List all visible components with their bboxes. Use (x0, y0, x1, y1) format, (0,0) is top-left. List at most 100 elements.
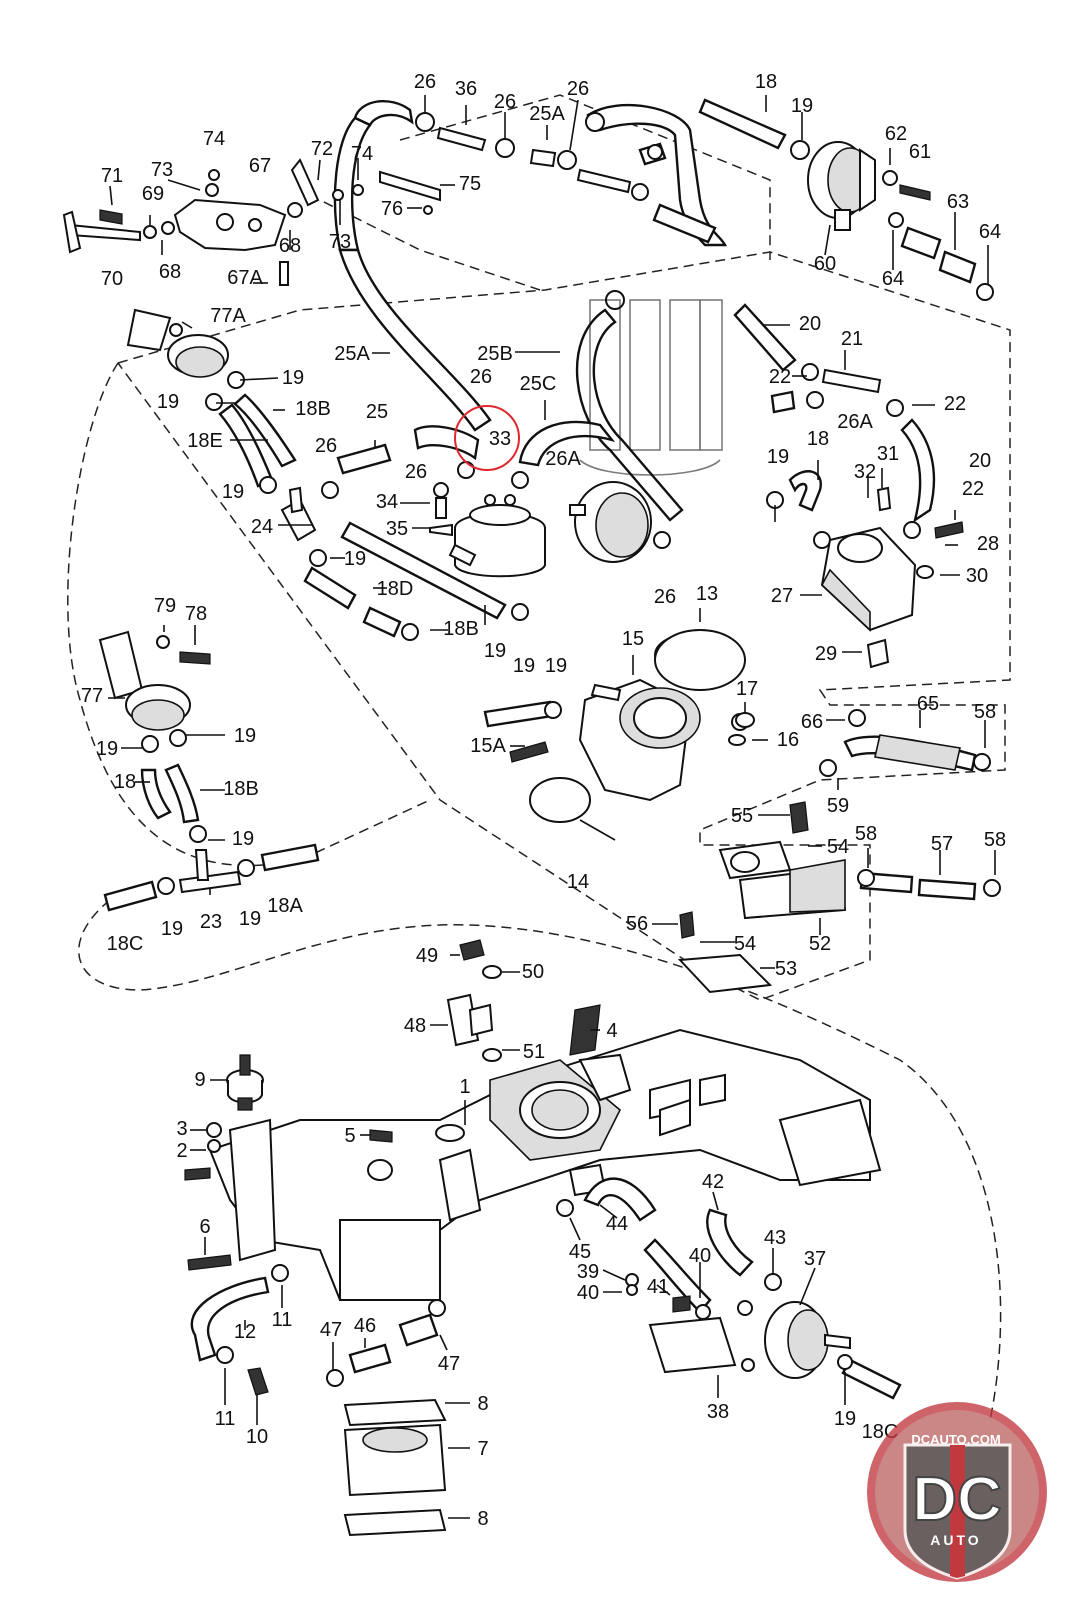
callout-28: 28 (977, 533, 999, 555)
callout-75: 75 (459, 173, 481, 195)
callout-11: 11 (215, 1408, 236, 1430)
callout-19: 19 (157, 391, 179, 413)
callout-17: 17 (736, 678, 758, 700)
callout-11: 11 (272, 1309, 293, 1331)
callout-58: 58 (974, 701, 996, 723)
callout-78: 78 (185, 603, 207, 625)
logo-letters: DC (912, 1465, 1002, 1534)
callout-12: 12 (234, 1321, 256, 1343)
callout-79: 79 (154, 595, 176, 617)
callout-73: 73 (329, 231, 351, 253)
callout-21: 21 (841, 328, 863, 350)
callout-47: 47 (438, 1353, 460, 1375)
callout-70: 70 (101, 268, 123, 290)
callout-20: 20 (969, 450, 991, 472)
callout-45: 45 (569, 1241, 591, 1263)
callout-27: 27 (771, 585, 793, 607)
callout-1: 1 (459, 1076, 470, 1098)
callout-15A: 15A (470, 735, 506, 757)
callout-29: 29 (815, 643, 837, 665)
callout-2: 2 (176, 1140, 187, 1162)
callout-18: 18 (755, 71, 777, 93)
flex-tube-65 (874, 734, 961, 771)
callout-74: 74 (203, 128, 225, 150)
callout-32: 32 (854, 461, 876, 483)
callout-4: 4 (606, 1020, 617, 1042)
callout-48: 48 (404, 1015, 426, 1037)
callout-19: 19 (484, 640, 506, 662)
callout-40: 40 (577, 1282, 599, 1304)
callout-15: 15 (622, 628, 644, 650)
callout-49: 49 (416, 945, 438, 967)
callout-19: 19 (96, 738, 118, 760)
callout-19: 19 (513, 655, 535, 677)
callout-26: 26 (414, 71, 436, 93)
callout-18B: 18B (295, 398, 331, 420)
vacuum-unit-33 (429, 482, 546, 578)
callout-22: 22 (769, 366, 791, 388)
callout-13: 13 (696, 583, 718, 605)
callout-40: 40 (689, 1245, 711, 1267)
vacuum-unit-37 (648, 1301, 851, 1379)
callout-19: 19 (834, 1408, 856, 1430)
bracket-67 (62, 158, 441, 286)
intake-manifold-1 (208, 1028, 882, 1301)
callout-26: 26 (315, 435, 337, 457)
connectors-36 (436, 126, 632, 194)
diaphragm-unit (569, 481, 652, 563)
lower-hoses (190, 1177, 902, 1400)
callout-71: 71 (101, 165, 123, 187)
callout-24: 24 (251, 516, 273, 538)
callout-7: 7 (477, 1438, 488, 1460)
callout-19: 19 (344, 548, 366, 570)
callout-42: 42 (702, 1171, 724, 1193)
callout-25B: 25B (477, 343, 513, 365)
callout-41: 41 (647, 1276, 669, 1298)
callout-25A: 25A (529, 103, 565, 125)
callout-18B: 18B (223, 778, 259, 800)
callout-14: 14 (567, 871, 589, 893)
callout-76: 76 (381, 198, 403, 220)
callout-74: 74 (351, 143, 373, 165)
highlight-circle (454, 405, 520, 471)
connector-21 (821, 368, 882, 394)
callout-60: 60 (814, 253, 836, 275)
callout-62: 62 (885, 123, 907, 145)
lower-clamps (216, 1199, 853, 1396)
callout-34: 34 (376, 491, 398, 513)
callout-26: 26 (494, 91, 516, 113)
callout-18C: 18C (107, 933, 144, 955)
callout-19: 19 (767, 446, 789, 468)
callout-18E: 18E (187, 430, 223, 452)
callout-26: 26 (470, 366, 492, 388)
flange-7 (343, 1398, 447, 1537)
callout-3: 3 (176, 1118, 187, 1140)
callout-77: 77 (81, 685, 103, 707)
vacuum-unit-77A (126, 308, 229, 378)
callout-30: 30 (966, 565, 988, 587)
callout-19: 19 (161, 918, 183, 940)
callout-18B: 18B (443, 618, 479, 640)
callout-10: 10 (246, 1426, 268, 1448)
callout-67: 67 (249, 155, 271, 177)
callout-56: 56 (626, 913, 648, 935)
callout-18: 18 (807, 428, 829, 450)
spark-plug-leads (579, 299, 723, 476)
callout-19: 19 (232, 828, 254, 850)
callout-6: 6 (199, 1216, 210, 1238)
callout-61: 61 (909, 141, 931, 163)
callout-69: 69 (142, 183, 164, 205)
callout-22: 22 (962, 478, 984, 500)
leader-lines (108, 95, 996, 1519)
regulator-27 (820, 486, 964, 669)
callout-50: 50 (522, 961, 544, 983)
callout-46: 46 (354, 1315, 376, 1337)
callout-19: 19 (222, 481, 244, 503)
t-piece-23 (178, 849, 242, 894)
callout-16: 16 (777, 729, 799, 751)
callout-8: 8 (477, 1508, 488, 1530)
vacuum-unit-77 (98, 630, 211, 731)
callout-72: 72 (311, 138, 333, 160)
